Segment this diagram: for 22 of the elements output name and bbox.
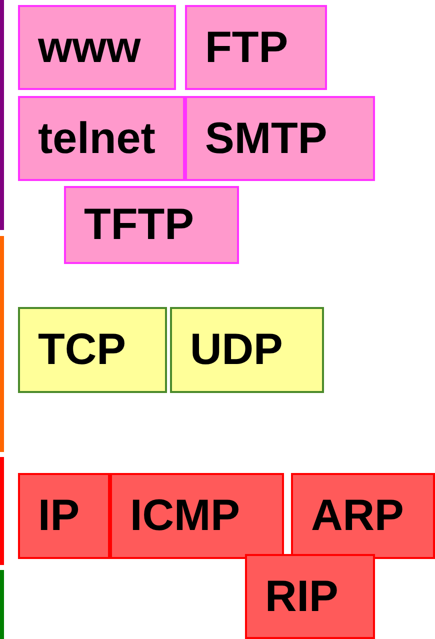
protocol-box (245, 554, 375, 639)
protocol-name: ICMP (130, 494, 240, 538)
protocol-name: IP (38, 494, 80, 538)
protocol-name: ARP (311, 494, 404, 538)
protocol-box (185, 96, 375, 181)
protocol-name: TFTP (84, 203, 194, 247)
protocol-name: www (38, 26, 141, 70)
protocol-name: SMTP (205, 116, 328, 160)
protocol-box (18, 307, 167, 393)
protocol-box (18, 473, 110, 559)
protocol-box (18, 5, 176, 90)
protocol-box (185, 5, 327, 90)
protocol-box (64, 186, 239, 264)
protocol-name: TCP (38, 328, 126, 372)
protocol-name: RIP (265, 574, 338, 618)
protocol-box (170, 307, 324, 393)
protocol-box (291, 473, 435, 559)
protocol-name: UDP (190, 328, 283, 372)
protocol-name: telnet (38, 116, 156, 160)
protocol-name: FTP (205, 26, 288, 70)
protocol-box (18, 96, 185, 181)
protocol-box (110, 473, 284, 559)
